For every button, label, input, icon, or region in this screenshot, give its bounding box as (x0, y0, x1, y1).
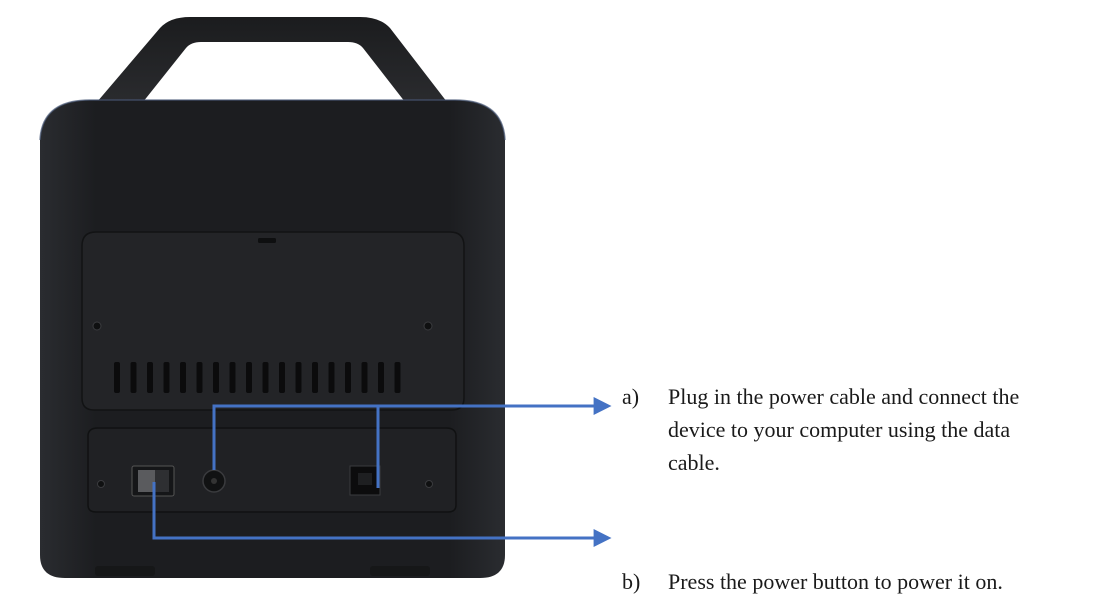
vent-slot (262, 362, 269, 393)
step-a-marker: a) (622, 384, 640, 409)
power-port-icon (202, 469, 226, 493)
vent-slot (163, 362, 170, 393)
step-a-line: Plug in the power cable and connect the (668, 384, 1020, 409)
ventilation-slots (114, 362, 401, 393)
vent-slot (180, 362, 186, 393)
vent-slot (147, 362, 153, 393)
data-port-icon (349, 465, 381, 496)
arrow-b (152, 482, 612, 547)
device-feet (95, 566, 430, 576)
step-b-line: Press the power button to power it on. (668, 569, 1003, 594)
vent-slot (114, 362, 120, 393)
vent-slot (130, 362, 137, 393)
vent-slot (279, 362, 285, 393)
vent-slot (213, 362, 219, 393)
vent-slot (394, 362, 401, 393)
vent-slot (361, 362, 368, 393)
vent-slot (312, 362, 318, 393)
power-switch-icon (131, 465, 175, 497)
vent-slot (196, 362, 203, 393)
arrow-a-port-lines (212, 404, 380, 488)
vent-slot (328, 362, 335, 393)
vent-slot (295, 362, 302, 393)
step-a-line: device to your computer using the data (668, 417, 1011, 442)
vent-slot (229, 362, 236, 393)
vent-slot (378, 362, 384, 393)
rear-panel (81, 231, 465, 411)
connector-arrows (152, 397, 612, 547)
step-b-marker: b) (622, 569, 641, 594)
step-a-line: cable. (668, 450, 720, 475)
step-b-text: Press the power button to power it on. (668, 565, 1106, 598)
step-a-text: Plug in the power cable and connect the … (668, 380, 1106, 479)
carry-handle (97, 17, 447, 102)
vent-slot (246, 362, 252, 393)
vent-slot (345, 362, 351, 393)
